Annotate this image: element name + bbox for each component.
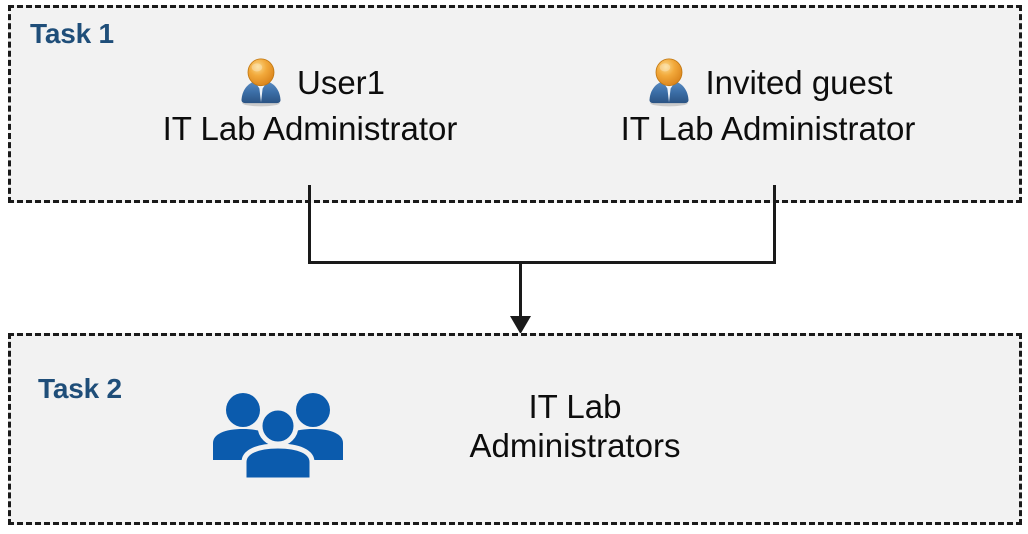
task-1-label: Task 1: [30, 18, 114, 49]
person-headline: User1: [120, 56, 500, 108]
person-name: User1: [296, 63, 386, 101]
group-icon-wrapper: [210, 388, 346, 482]
group-name: IT Lab Administrators: [400, 388, 750, 466]
user-group-icon: [213, 393, 343, 482]
group-name-line-2: Administrators: [469, 426, 681, 464]
user-icon: [241, 58, 281, 107]
group-name-line-1: IT Lab: [528, 388, 622, 425]
person-headline: Invited guest: [578, 56, 958, 108]
user-icon: [649, 58, 689, 107]
person-card-invited-guest: Invited guest IT Lab Administrator: [578, 56, 958, 145]
task-2-label: Task 2: [38, 373, 122, 404]
person-name: Invited guest: [705, 63, 893, 101]
person-role: IT Lab Administrator: [162, 110, 458, 147]
task-1-container: [8, 5, 1022, 203]
person-card-user1: User1 IT Lab Administrator: [120, 56, 500, 145]
person-role: IT Lab Administrator: [620, 110, 916, 147]
task-2-container: [8, 333, 1022, 525]
